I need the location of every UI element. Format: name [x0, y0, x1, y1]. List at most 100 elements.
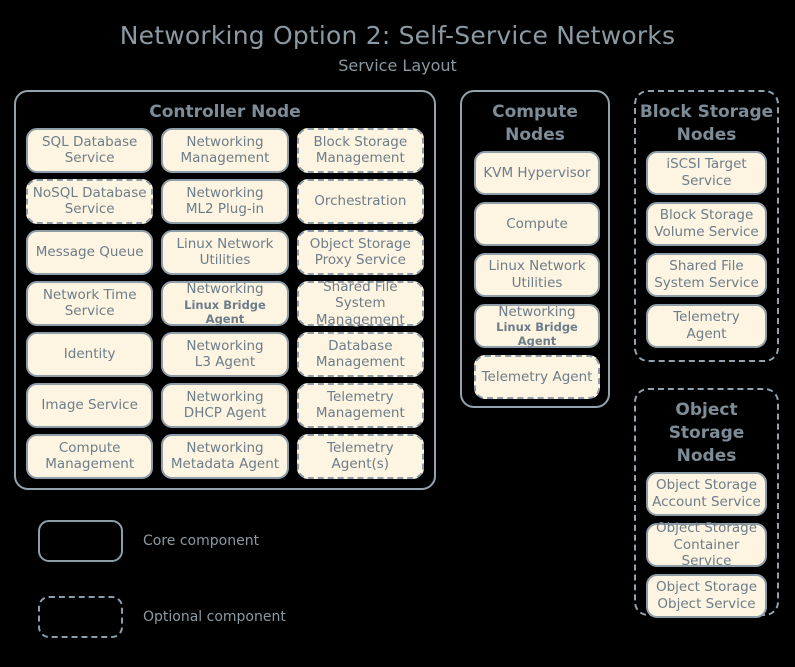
service-box-label: Network Time Service — [42, 286, 137, 320]
service-box-label-secondary: DHCP Agent — [183, 405, 267, 422]
service-box-label: NoSQL Database Service — [32, 184, 147, 218]
service-box-label: Shared File System Management — [315, 278, 405, 328]
service-box-label: Object Storage Object Service — [655, 579, 758, 612]
controller-service-grid: SQL Database Service Networking Managemen… — [16, 127, 434, 485]
service-box-label: Block Storage Management — [313, 133, 408, 167]
service-box[interactable]: Compute — [474, 201, 600, 246]
service-box-label-primary: Networking — [186, 439, 264, 456]
block-storage-nodes-title: Block Storage Nodes — [639, 102, 774, 145]
title-block: Networking Option 2: Self-Service Networ… — [0, 20, 795, 75]
service-box-label: Linux Network Utilities — [488, 258, 586, 291]
service-box-label: iSCSI Target Service — [666, 156, 747, 189]
service-box[interactable]: Image Service — [26, 382, 154, 428]
service-box[interactable]: Linux Network Utilities — [161, 229, 289, 275]
service-box-label-primary: Networking — [186, 337, 264, 354]
service-box[interactable]: Telemetry Agent — [646, 303, 767, 348]
service-box-label: KVM Hypervisor — [483, 164, 591, 181]
service-box-label: Object Storage Proxy Service — [309, 235, 411, 269]
service-box-label: SQL Database Service — [41, 133, 138, 167]
service-box[interactable]: Object Storage Proxy Service — [296, 229, 424, 275]
controller-node-title: Controller Node — [149, 102, 301, 122]
legend-row-core: Core component — [38, 515, 368, 567]
service-box[interactable]: Network Time Service — [26, 280, 154, 326]
service-box[interactable]: Object Storage Account Service — [646, 471, 767, 516]
page-subtitle: Service Layout — [338, 56, 457, 76]
service-box[interactable]: Linux Network Utilities — [474, 252, 600, 297]
legend-swatch-optional — [38, 596, 123, 638]
service-box[interactable]: Compute Management — [26, 433, 154, 479]
legend: Core component Optional component — [38, 515, 368, 667]
service-box-label: Message Queue — [35, 244, 144, 261]
service-box-label: Compute Management — [45, 439, 135, 473]
service-box[interactable]: iSCSI Target Service — [646, 150, 767, 195]
service-box-label: Database Management — [315, 337, 405, 371]
service-box-label: Block Storage Volume Service — [654, 207, 759, 240]
service-box[interactable]: Identity — [26, 331, 154, 377]
service-box-label: Telemetry Agent — [673, 309, 740, 342]
legend-row-optional: Optional component — [38, 591, 368, 643]
service-box-label: Orchestration — [314, 193, 407, 210]
service-row: Message Queue Linux Network Utilities Obje… — [26, 229, 424, 275]
service-box-label-secondary: Linux Bridge Agent — [496, 320, 578, 349]
service-box-label: Linux Network Utilities — [176, 235, 274, 269]
service-box-label: Identity — [63, 346, 116, 363]
service-box-label: Object Storage Account Service — [652, 477, 761, 510]
legend-swatch-core — [38, 520, 123, 562]
object-storage-nodes-title: Object Storage Nodes — [668, 400, 745, 466]
service-box-label: Telemetry Agent(s) — [327, 439, 394, 473]
block-storage-nodes-container: Block Storage Nodes iSCSI Target Service… — [634, 90, 779, 362]
compute-nodes-title: Compute Nodes — [492, 102, 578, 145]
service-box[interactable]: Telemetry Management — [296, 382, 424, 428]
service-box-label: Telemetry Management — [315, 388, 405, 422]
service-box[interactable]: Object Storage Object Service — [646, 573, 767, 618]
service-box-label: Image Service — [41, 397, 138, 414]
service-box-label-secondary: L3 Agent — [194, 354, 256, 371]
service-box-label: Object Storage Container Service — [655, 520, 758, 570]
service-box[interactable]: KVM Hypervisor — [474, 150, 600, 195]
service-box-label-secondary: ML2 Plug-in — [185, 201, 265, 218]
service-box[interactable]: Database Management — [296, 331, 424, 377]
service-box[interactable]: Shared File System Management — [296, 278, 424, 328]
service-box-label: Compute — [506, 215, 568, 232]
service-box[interactable]: SQL Database Service — [26, 127, 154, 173]
service-box[interactable]: Telemetry Agent — [474, 354, 600, 399]
service-box-label-primary: Networking — [186, 388, 264, 405]
service-box-label-primary: Networking — [186, 281, 264, 298]
object-storage-nodes-container: Object Storage Nodes Object Storage Acco… — [634, 388, 779, 618]
service-box[interactable]: Message Queue — [26, 229, 154, 275]
service-box-label: Networking Management — [180, 133, 270, 167]
service-box-label: Telemetry Agent — [481, 368, 593, 385]
service-box[interactable]: Shared File System Service — [646, 252, 767, 297]
service-box[interactable]: Telemetry Agent(s) — [296, 433, 424, 479]
legend-label-optional: Optional component — [143, 609, 286, 625]
legend-label-core: Core component — [143, 533, 260, 549]
service-box-label-primary: Networking — [186, 184, 264, 201]
service-box[interactable]: Orchestration — [296, 178, 424, 224]
service-box[interactable]: Block Storage Management — [296, 127, 424, 173]
service-row: SQL Database Service Networking Managemen… — [26, 127, 424, 173]
service-box[interactable]: Networking Management — [161, 127, 289, 173]
service-box[interactable]: NoSQL Database Service — [26, 178, 154, 224]
service-box[interactable]: Object Storage Container Service — [646, 520, 767, 570]
service-box-label: Shared File System Service — [654, 258, 759, 291]
service-box-label-secondary: Linux Bridge Agent — [184, 297, 266, 326]
service-box[interactable]: Block Storage Volume Service — [646, 201, 767, 246]
service-box-label-secondary: Metadata Agent — [170, 456, 280, 473]
service-box-label-primary: Networking — [498, 303, 576, 320]
page-title: Networking Option 2: Self-Service Networ… — [119, 21, 676, 50]
